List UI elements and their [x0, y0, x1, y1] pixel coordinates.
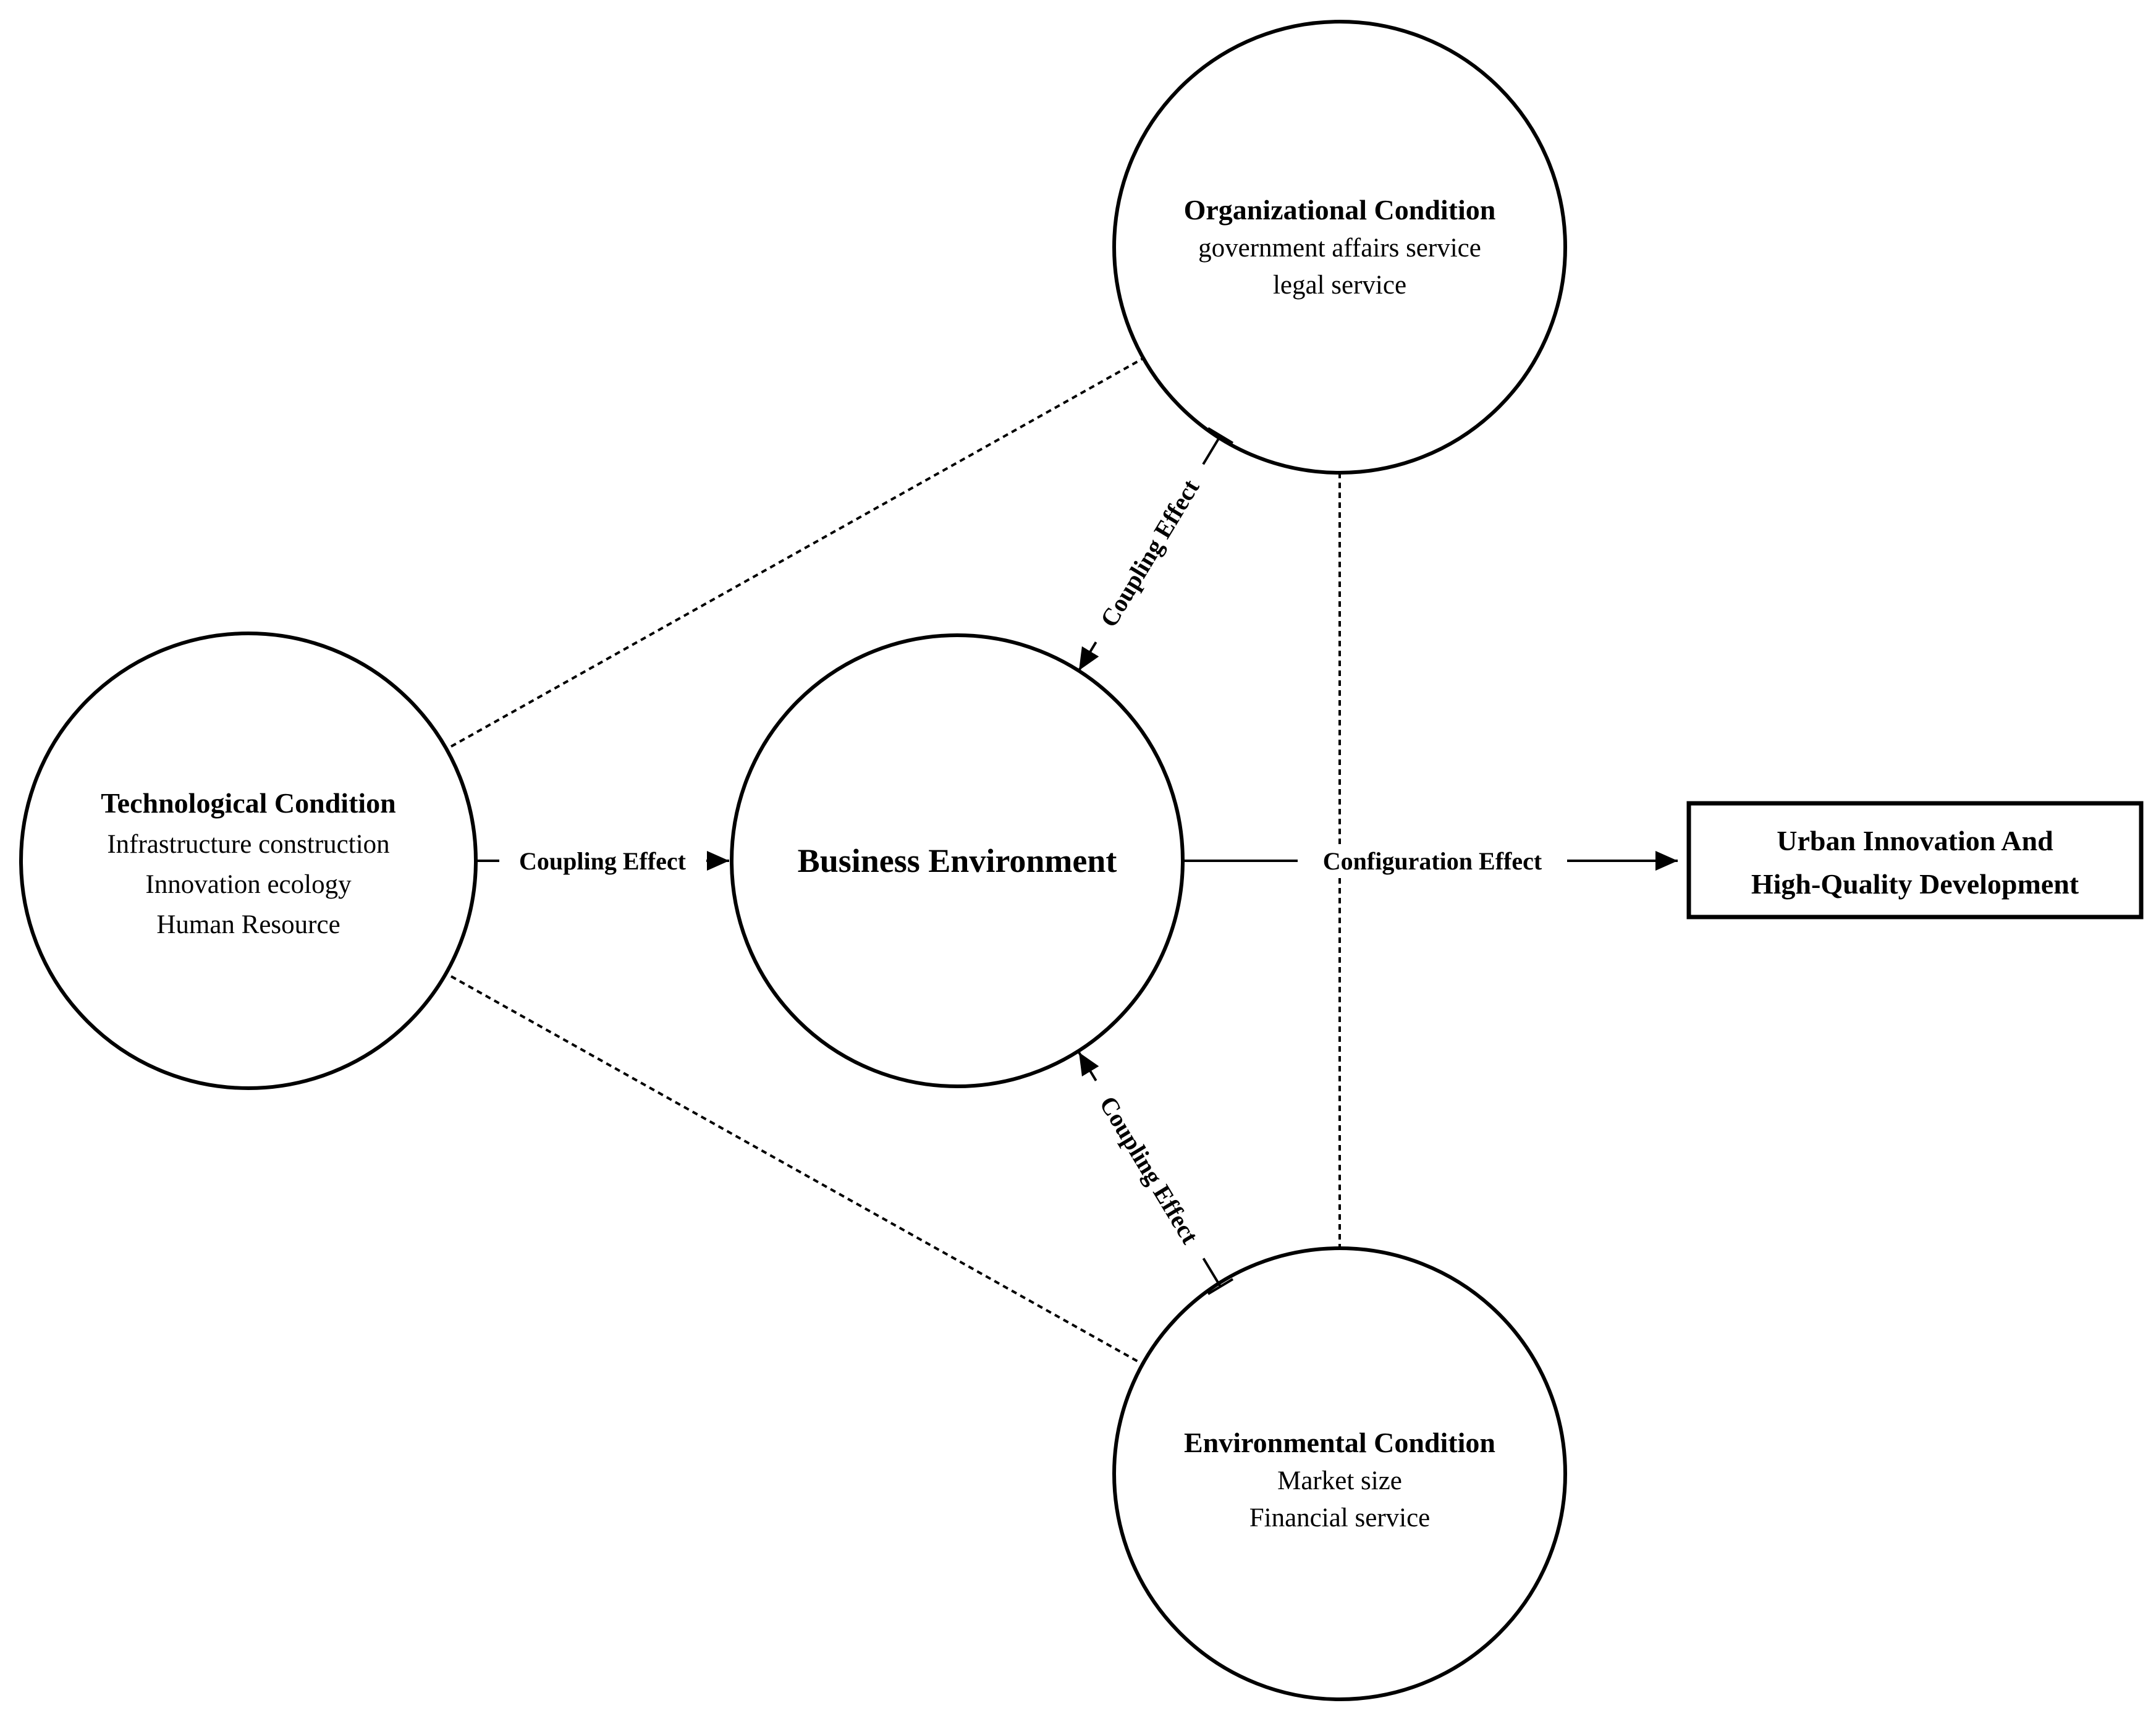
coupling-label-technological: Coupling Effect — [519, 847, 687, 875]
coupling-label-organizational: Coupling Effect — [1094, 474, 1204, 632]
environmental-condition-circle — [1112, 1246, 1567, 1701]
coupling-label-environmental-group: Coupling Effect — [1082, 1073, 1217, 1267]
coupling-label-technological-group: Coupling Effect — [499, 845, 706, 876]
organizational-item-government-affairs: government affairs service — [1198, 234, 1481, 263]
dotted-link-tech-org — [450, 357, 1144, 748]
outcome-line-2: High-Quality Development — [1751, 868, 2079, 900]
organizational-condition-title: Organizational Condition — [1184, 194, 1496, 226]
organizational-condition-circle — [1112, 20, 1567, 475]
coupling-label-environmental: Coupling Effect — [1094, 1091, 1204, 1249]
environmental-item-financial-service: Financial service — [1249, 1503, 1431, 1532]
environmental-item-market-size: Market size — [1277, 1466, 1402, 1495]
outcome-box — [1686, 801, 2144, 919]
coupling-arrow-tick-org — [1207, 427, 1234, 444]
organizational-item-legal-service: legal service — [1273, 271, 1406, 300]
configuration-label-group: Configuration Effect — [1298, 845, 1567, 876]
technological-condition-circle — [19, 632, 478, 1090]
technological-condition-title: Technological Condition — [101, 787, 396, 819]
technological-item-innovation-ecology: Innovation ecology — [145, 870, 352, 899]
technological-item-human-resource: Human Resource — [156, 910, 340, 939]
technological-item-infrastructure: Infrastructure construction — [107, 830, 389, 859]
outcome-line-1: Urban Innovation And — [1777, 825, 2053, 856]
environmental-condition-title: Environmental Condition — [1184, 1427, 1495, 1458]
coupling-arrow-tick-env — [1207, 1278, 1234, 1295]
dotted-link-tech-env — [450, 975, 1144, 1366]
business-environment-title: Business Environment — [798, 842, 1117, 879]
coupling-label-organizational-group: Coupling Effect — [1082, 456, 1217, 650]
configuration-label: Configuration Effect — [1323, 847, 1542, 875]
